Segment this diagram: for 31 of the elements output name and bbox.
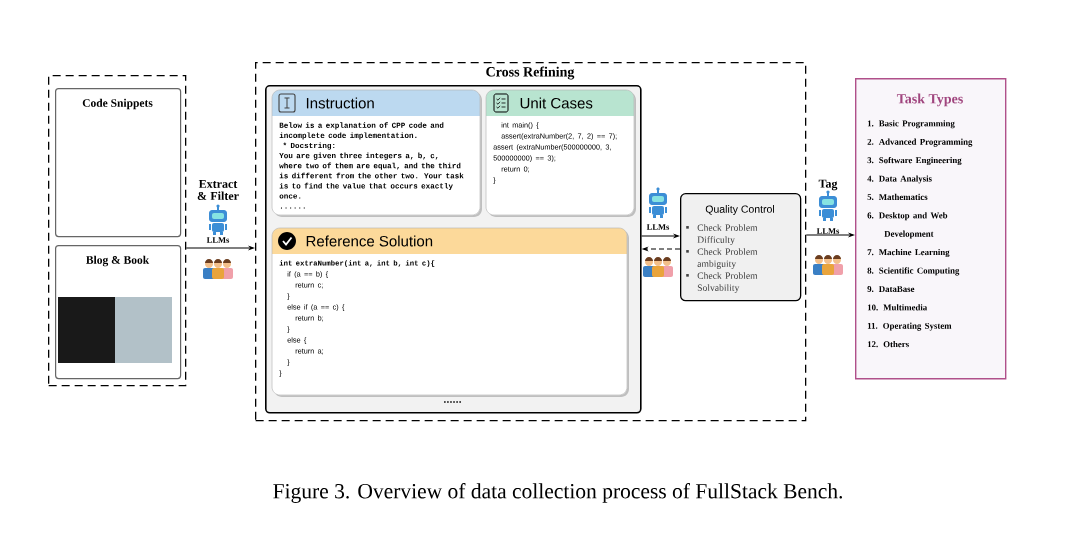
- list-item: 7. Machine Learning: [867, 249, 950, 258]
- panel-heading: Blog & Book: [86, 255, 150, 267]
- llm-label: LLMs: [816, 228, 840, 234]
- panel-heading: Code Snippets: [82, 98, 153, 110]
- edge-label: Extract & Filter: [197, 180, 239, 200]
- list-item: 11. Operating System: [867, 322, 952, 331]
- figure-caption: Figure 3. Overview of data collection process of FullStack Bench.: [273, 483, 842, 503]
- card-heading: Reference Solution: [306, 235, 433, 247]
- ellipsis: ......: [444, 401, 461, 403]
- box-heading: Quality Control: [705, 205, 774, 215]
- list-item: 3. Software Engineering: [867, 156, 962, 166]
- list-item: 8. Scientific Computing: [867, 267, 960, 276]
- edge-label: Tag: [818, 179, 838, 191]
- bullet-item: Check Problem Difficulty: [686, 224, 758, 245]
- bullet-item: Check Problem ambiguity: [686, 248, 758, 269]
- dashed-box: [48, 75, 187, 387]
- box-heading: Task Types: [896, 93, 963, 107]
- card-heading: Unit Cases: [520, 97, 593, 109]
- list-item: 2. Advanced Programming: [867, 138, 973, 147]
- list-item: 6. Desktop and Web Development: [867, 212, 948, 239]
- list-item: 5. Mathematics: [867, 193, 928, 201]
- list-item: 9. DataBase: [867, 286, 915, 292]
- llm-label: LLMs: [646, 224, 670, 230]
- list-item: 12. Others: [867, 341, 909, 348]
- list-item: 10. Multimedia: [867, 304, 928, 311]
- card-heading: Instruction: [306, 97, 374, 109]
- box-heading: Cross Refining: [486, 66, 575, 80]
- bullet-item: Check Problem Solvability: [686, 272, 758, 293]
- list-item: 4. Data Analysis: [867, 175, 932, 184]
- list-item: 1. Basic Programming: [867, 120, 955, 129]
- llm-label: LLMs: [206, 237, 230, 243]
